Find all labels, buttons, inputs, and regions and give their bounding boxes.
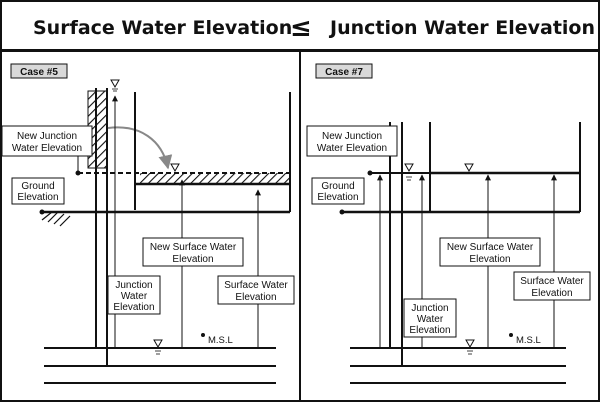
ground-label-line: Elevation xyxy=(17,192,58,203)
water-level-triangle-icon xyxy=(404,163,414,181)
msl-point xyxy=(201,333,205,337)
new-junction-point xyxy=(367,170,373,176)
junction-label-line: Junction xyxy=(115,280,152,291)
ground-label-line: Elevation xyxy=(317,192,358,203)
surface-label-box xyxy=(513,271,591,301)
ground-label-box xyxy=(311,177,365,205)
new-junction-label-box xyxy=(306,125,398,157)
surface-label-line: Surface Water xyxy=(224,280,288,291)
new-junction-label-line: New Junction xyxy=(322,131,382,142)
header: Surface Water Elevation ≤ Junction Water… xyxy=(0,0,600,51)
new-junction-label-line: Water Elevation xyxy=(12,143,82,154)
msl-label: M.S.L xyxy=(516,335,541,346)
junction-label-box xyxy=(107,275,161,315)
junction-label-box xyxy=(403,298,457,338)
new-junction-label-line: New Junction xyxy=(17,131,77,142)
case-label-box xyxy=(315,63,373,79)
ground-point xyxy=(39,209,45,215)
new-surface-label-box xyxy=(142,237,244,267)
water-level-triangle-icon xyxy=(464,163,474,173)
header-operator: ≤ xyxy=(290,13,312,43)
water-level-triangle-icon xyxy=(170,163,180,173)
surface-label-line: Elevation xyxy=(235,292,276,303)
msl-point xyxy=(509,333,513,337)
water-level-triangle-icon xyxy=(465,339,475,355)
water-level-triangle-icon xyxy=(153,339,163,355)
case-label: Case #5 xyxy=(20,67,58,78)
surface-label-line: Elevation xyxy=(531,288,572,299)
junction-label-line: Water xyxy=(121,291,148,302)
msl-label: M.S.L xyxy=(208,335,233,346)
new-water-hatch xyxy=(140,173,290,183)
ground-label-line: Ground xyxy=(321,181,354,192)
water-level-triangle-icon xyxy=(110,79,120,92)
transfer-arrow xyxy=(107,126,173,170)
junction-label-line: Junction xyxy=(411,303,448,314)
new-surface-label-line: New Surface Water xyxy=(447,242,534,253)
header-left-text: Surface Water Elevation xyxy=(33,17,292,39)
junction-label-line: Water xyxy=(417,314,444,325)
new-surface-label-line: Elevation xyxy=(172,254,213,265)
ground-hatch-icon xyxy=(41,211,71,227)
new-surface-label-box xyxy=(439,237,541,267)
surface-label-box xyxy=(217,275,295,305)
ground-label-line: Ground xyxy=(21,181,54,192)
new-junction-label-line: Water Elevation xyxy=(317,143,387,154)
left-panel: Case #5 xyxy=(1,63,295,384)
case-label: Case #7 xyxy=(325,67,363,78)
ground-point xyxy=(339,209,345,215)
right-panel: Case #7 xyxy=(306,63,591,384)
new-surface-label-line: New Surface Water xyxy=(150,242,237,253)
ground-label-box xyxy=(11,177,65,205)
new-surface-label-line: Elevation xyxy=(469,254,510,265)
new-junction-label-box xyxy=(1,125,93,157)
case-label-box xyxy=(10,63,68,79)
surface-label-line: Surface Water xyxy=(520,276,584,287)
header-right-text: Junction Water Elevation xyxy=(328,17,595,39)
junction-label-line: Elevation xyxy=(113,302,154,313)
junction-label-line: Elevation xyxy=(409,325,450,336)
